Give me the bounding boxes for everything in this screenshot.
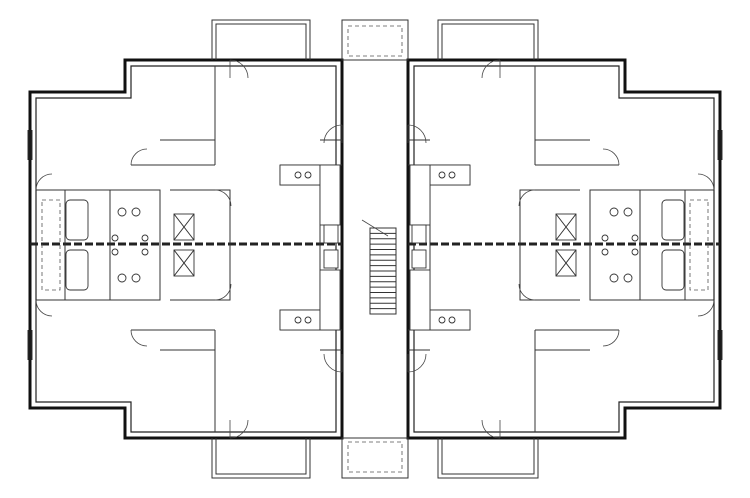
left-units-partitions	[36, 66, 342, 432]
balcony-top-left	[211, 19, 311, 60]
door-swings	[35, 59, 715, 439]
balcony-bottom-right-rail	[441, 438, 535, 475]
right-units-partitions	[408, 66, 714, 432]
top-entry-porch	[341, 19, 409, 61]
exterior-wall	[406, 58, 722, 440]
plumbing-fixtures	[111, 207, 639, 283]
windows	[27, 130, 723, 360]
balcony-bottom-left-rail	[215, 438, 307, 475]
stair	[369, 227, 397, 315]
exterior-wall-inner-line	[35, 65, 337, 433]
bottom-entry-porch	[341, 437, 409, 479]
bathtub	[661, 199, 685, 241]
top-entry-porch-dashed	[347, 25, 403, 57]
balcony-top-right-rail	[441, 23, 535, 60]
bathtub	[661, 249, 685, 291]
exterior-wall	[28, 58, 344, 440]
balcony-bottom-left	[211, 438, 311, 479]
balcony-top-left-rail	[215, 23, 307, 60]
stair-direction-arrow	[361, 219, 389, 237]
bathtub	[65, 249, 89, 291]
kitchen-counters	[279, 164, 471, 331]
bottom-entry-porch-dashed	[347, 441, 403, 473]
bathtub	[65, 199, 89, 241]
balcony-top-right	[437, 19, 539, 60]
exterior-wall-inner-line	[413, 65, 715, 433]
balcony-bottom-right	[437, 438, 539, 479]
washer-dryer	[173, 213, 577, 277]
